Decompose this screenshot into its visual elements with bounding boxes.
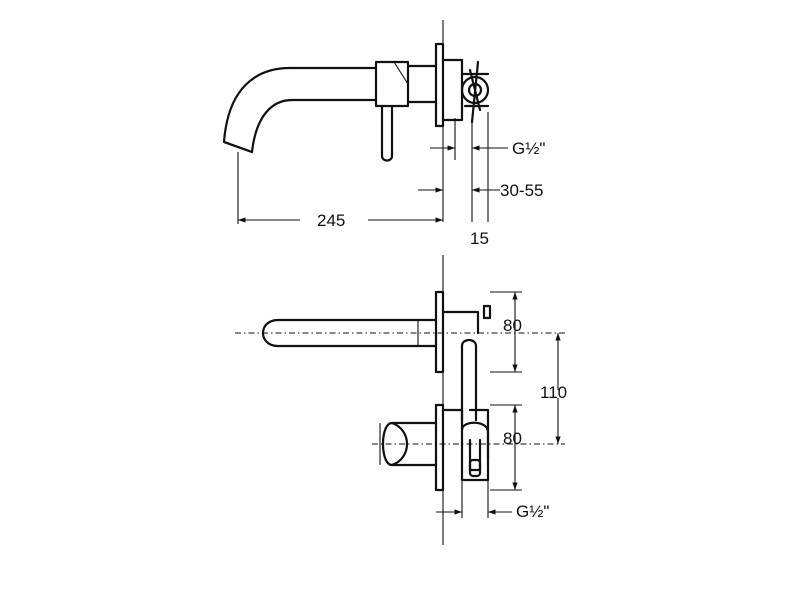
lever-cap-front bbox=[390, 421, 408, 467]
valve-inner-front bbox=[460, 421, 490, 472]
dim-label-depth: 30-55 bbox=[500, 181, 543, 200]
plate-flange-side bbox=[406, 64, 438, 104]
lever-handle-side bbox=[380, 104, 394, 162]
body-bevel bbox=[393, 61, 409, 85]
spout-side bbox=[222, 66, 378, 154]
dim-label-plate: 15 bbox=[470, 229, 489, 248]
dim-label-thread-front: G½" bbox=[516, 502, 549, 521]
valve-outlet-front bbox=[468, 458, 482, 478]
dim-label-lower: 80 bbox=[503, 429, 522, 448]
upper-body-front bbox=[441, 310, 480, 335]
dim-label-thread-side: G½" bbox=[512, 139, 545, 158]
lower-wall-plate bbox=[434, 403, 445, 492]
front-view: 80 110 80 G½" bbox=[235, 255, 567, 545]
wall-plate-side bbox=[434, 42, 445, 128]
concealed-valve-side bbox=[441, 58, 464, 122]
dim-label-spout: 245 bbox=[317, 211, 345, 230]
spout-tip-side bbox=[222, 140, 254, 154]
upper-lever-stub bbox=[482, 304, 492, 320]
side-view: G½" 30-55 245 15 bbox=[222, 20, 545, 248]
spout-front bbox=[262, 318, 438, 348]
valve-body-front bbox=[441, 408, 490, 482]
connecting-tube bbox=[460, 344, 478, 422]
valve-cross-side bbox=[460, 60, 490, 124]
dim-label-total: 110 bbox=[540, 383, 567, 402]
upper-wall-plate bbox=[434, 290, 445, 374]
tube-bend bbox=[460, 338, 478, 348]
mixer-body-side bbox=[374, 60, 410, 108]
dim-label-upper: 80 bbox=[503, 316, 522, 335]
